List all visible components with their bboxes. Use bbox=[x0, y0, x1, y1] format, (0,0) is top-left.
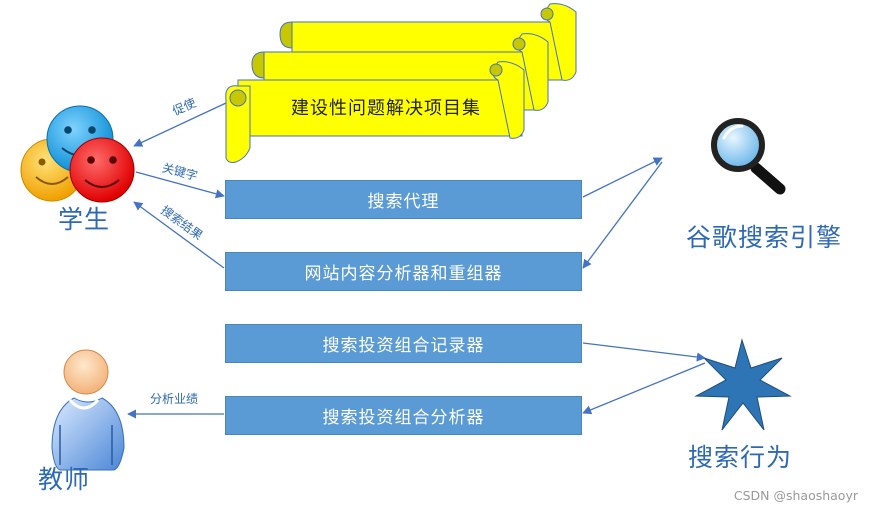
arrows bbox=[127, 102, 706, 419]
portfolio-recorder-box: 搜索投资组合记录器 bbox=[225, 324, 582, 363]
arrow-behavior-to-analyzer bbox=[582, 362, 706, 415]
arrow-proxy-to-google bbox=[582, 157, 663, 198]
scroll-front bbox=[225, 61, 525, 163]
arrow-keywords bbox=[135, 171, 225, 199]
teacher-icon bbox=[51, 349, 125, 471]
behavior-label: 搜索行为 bbox=[688, 443, 793, 472]
watermark: CSDN @shaoshaoyr bbox=[733, 488, 858, 503]
magnifier-icon bbox=[711, 118, 786, 195]
scroll-icon bbox=[225, 3, 577, 163]
arrow-google-to-analyzer bbox=[582, 161, 663, 269]
smiley-icon bbox=[20, 105, 135, 203]
star-shape bbox=[694, 338, 792, 431]
teacher-label: 教师 bbox=[38, 465, 91, 494]
students-label: 学生 bbox=[58, 205, 111, 234]
portfolio-analyzer-box: 搜索投资组合分析器 bbox=[225, 396, 582, 435]
arrow-promote bbox=[133, 102, 227, 147]
arrow-recorder-to-behavior bbox=[582, 342, 706, 362]
scroll-title: 建设性问题解决项目集 bbox=[291, 98, 481, 119]
smiley-red bbox=[69, 137, 135, 203]
site-analyzer-box: 网站内容分析器和重组器 bbox=[225, 252, 582, 291]
edge-label-performance: 分析业绩 bbox=[150, 392, 199, 406]
arrow-results bbox=[133, 201, 225, 269]
search-proxy-box: 搜索代理 bbox=[225, 180, 582, 219]
google-label: 谷歌搜索引擎 bbox=[686, 223, 843, 252]
star-icon bbox=[694, 338, 792, 431]
